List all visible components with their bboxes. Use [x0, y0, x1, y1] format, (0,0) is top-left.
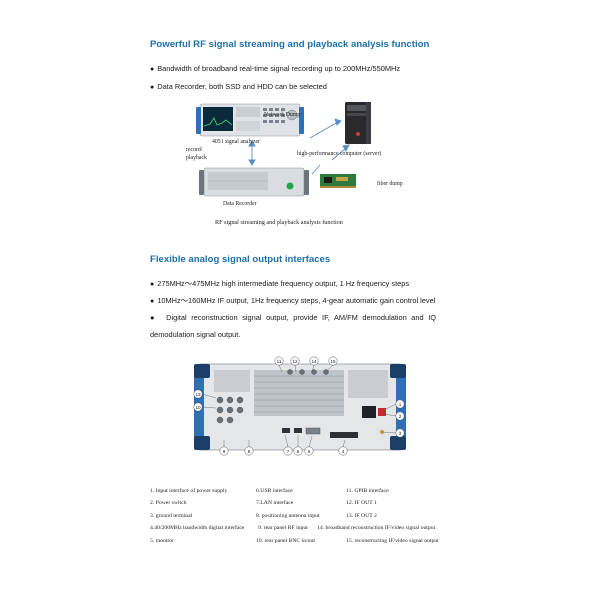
callout-number: 15 [330, 358, 336, 364]
legend-item: 15. reconstructing IF/video signal outpu… [346, 537, 439, 544]
callout-number: 10 [195, 404, 201, 410]
diagram-arrows [248, 118, 350, 175]
callout-number: 6 [296, 448, 300, 454]
legend-item: 6.USB interface [256, 488, 293, 494]
bullet-text: 275MHz～475MHz high intermediate frequenc… [157, 279, 410, 288]
callout-number: 3 [398, 430, 402, 436]
legend-item: 5. monitor [150, 537, 174, 544]
legend-row: 4.40/200MHz bandwidth digital interface … [150, 525, 460, 537]
legend-item: 1. Input interface of power supply [150, 488, 228, 494]
record-label: record/ [186, 147, 203, 153]
callout-number: 13 [195, 391, 201, 397]
bullet-dot: ● [150, 84, 155, 91]
network-dump-label: Network Dump [264, 112, 301, 118]
legend-row: 5. monitor 10. rear panel BNC in/out 15.… [150, 538, 460, 550]
callout-number: 4 [341, 448, 345, 454]
section1-heading: Powerful RF signal streaming and playbac… [150, 39, 430, 50]
legend-item: 8. positioning antenna input [256, 512, 320, 519]
bullet-item: ●Data Recorder, both SSD and HDD can be … [150, 83, 327, 91]
legend-item: 7.LAN interface [256, 500, 294, 507]
legend-row: 1. Input interface of power supply 6.USB… [150, 488, 460, 500]
callout-number: 12 [292, 358, 298, 364]
bullet-dot: ● [150, 313, 167, 322]
bullet-paragraph-text: Digital reconstruction signal output, pr… [150, 313, 436, 339]
server-label: high-performance computer (server) [297, 151, 382, 157]
fiber-card-image [320, 174, 356, 188]
legend-row: 2. Power switch 7.LAN interface 12. IF O… [150, 500, 460, 512]
rf-streaming-diagram [196, 102, 371, 197]
legend-item: 10. rear panel BNC in/out [256, 537, 315, 544]
callout-number: 11 [276, 358, 282, 364]
callout-number: 8 [247, 448, 251, 454]
interface-legend: 1. Input interface of power supply 6.USB… [150, 488, 460, 550]
callout-number: 2 [398, 413, 402, 419]
section2-heading: Flexible analog signal output interfaces [150, 254, 331, 265]
callout-number: 9 [222, 448, 226, 454]
legend-item: 9. rear panel RF input [258, 525, 308, 532]
legend-item: 3. ground terminal [150, 512, 193, 519]
legend-item: 14. broadband reconstruction IF/video si… [317, 525, 436, 532]
legend-item: 13. IF OUT 2 [346, 512, 377, 519]
legend-item: 4.40/200MHz bandwidth digital interface [150, 525, 245, 532]
bullet-paragraph: ● Digital reconstruction signal output, … [150, 309, 436, 343]
bullet-dot: ● [150, 66, 155, 73]
bullet-item: ●275MHz～475MHz high intermediate frequen… [150, 280, 409, 288]
bullet-text: Data Recorder, both SSD and HDD can be s… [157, 82, 327, 91]
callout-number: 1 [398, 401, 402, 407]
callout-number: 5 [307, 448, 311, 454]
data-recorder-image [199, 167, 309, 197]
bullet-text: 10MHz～160MHz IF output, 1Hz frequency st… [157, 296, 436, 305]
legend-item: 11. GPIB interface [346, 488, 389, 494]
legend-row: 3. ground terminal 8. positioning antenn… [150, 513, 460, 525]
rear-panel-image [194, 363, 406, 451]
signal-analyzer-image [196, 103, 304, 137]
legend-item: 2. Power switch [150, 500, 187, 507]
bullet-item: ●10MHz～160MHz IF output, 1Hz frequency s… [150, 297, 435, 305]
bullet-dot: ● [150, 281, 155, 288]
callout-number: 7 [286, 448, 290, 454]
playback-label: playback [186, 155, 207, 161]
fiber-dump-label: fiber dump [377, 181, 403, 187]
bullet-item: ●Bandwidth of broadband real-time signal… [150, 65, 400, 73]
bullet-text: Bandwidth of broadband real-time signal … [157, 64, 401, 73]
server-computer-image [345, 102, 371, 144]
diagram-caption: RF signal streaming and playback analysi… [215, 219, 343, 226]
bullet-dot: ● [150, 298, 155, 305]
analyzer-label: 4051 signal analyzer [212, 139, 260, 145]
legend-item: 12. IF OUT 1 [346, 500, 377, 507]
recorder-label: Data Recorder [223, 201, 257, 207]
callout-number: 14 [311, 358, 317, 364]
